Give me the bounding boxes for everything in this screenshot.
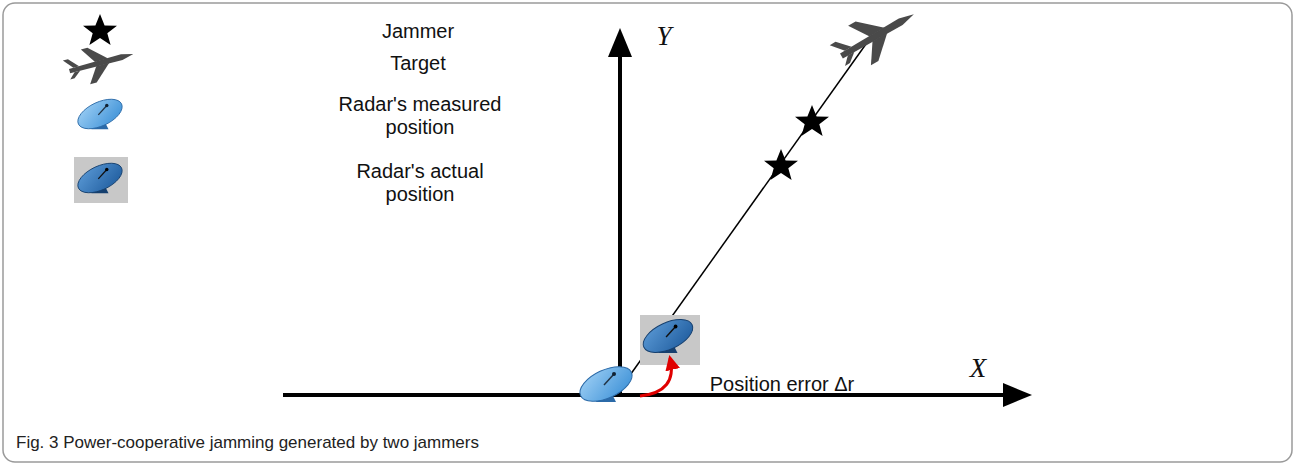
legend-label: Radar's actual position [325, 160, 515, 206]
axis-label: Y [656, 21, 671, 52]
annotation: Position error Δr [710, 373, 855, 396]
line-of-sight [618, 44, 866, 392]
jammer-symbol [795, 105, 829, 136]
actual-radar-symbol [73, 157, 126, 199]
x-axis-head [1003, 383, 1032, 407]
legend-label: Jammer [323, 20, 513, 43]
frame [3, 3, 1292, 462]
axis-label: X [970, 353, 987, 384]
radar-background [74, 157, 128, 203]
jammer-symbol [83, 14, 117, 45]
measured-radar-symbol [73, 93, 126, 135]
actual-radar [638, 313, 697, 360]
figure-caption: Fig. 3 Power-cooperative jamming generat… [16, 433, 479, 453]
measured-radar [575, 359, 638, 408]
target-symbol [61, 37, 138, 90]
legend-label: Radar's measured position [325, 93, 515, 139]
jammer-symbol [764, 149, 798, 180]
target-aircraft [826, 0, 925, 78]
y-axis [618, 55, 622, 395]
y-axis-head [608, 28, 632, 57]
error-arrow [640, 358, 671, 396]
legend-label: Target [323, 52, 513, 75]
